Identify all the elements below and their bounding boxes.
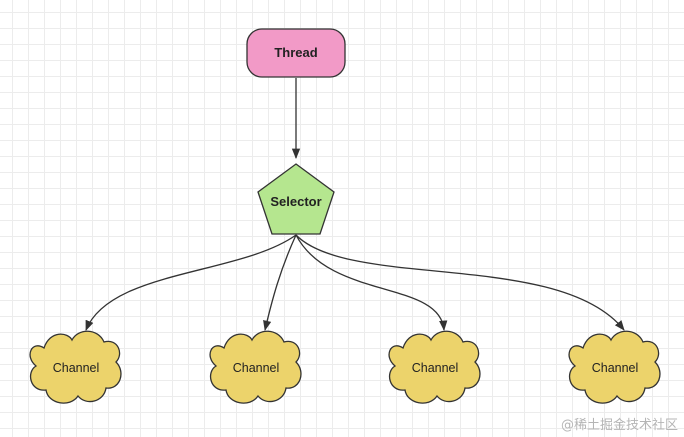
selector-node[interactable]: Selector <box>257 163 335 235</box>
channel-node[interactable]: Channel <box>388 330 481 404</box>
channel-label: Channel <box>592 361 639 375</box>
watermark: @稀土掘金技术社区 <box>560 418 678 433</box>
thread-node[interactable]: Thread <box>246 28 346 78</box>
thread-label: Thread <box>274 45 317 60</box>
channel-cloud-shape <box>209 330 302 404</box>
channel-label: Channel <box>412 361 459 375</box>
channel-label: Channel <box>233 361 280 375</box>
selector-label: Selector <box>270 194 321 209</box>
channel-cloud-shape <box>388 330 481 404</box>
edge-selector-channel-3 <box>295 234 448 332</box>
channel-node[interactable]: Channel <box>568 330 661 404</box>
channel-node[interactable]: Channel <box>209 330 302 404</box>
edge-selector-channel-1 <box>85 234 297 331</box>
thread-node-shape <box>246 28 346 78</box>
edge-selector-channel-4 <box>295 234 625 331</box>
channel-label: Channel <box>53 361 100 375</box>
selector-node-shape <box>257 163 335 235</box>
edge-selector-channel-2 <box>263 234 297 332</box>
channel-cloud-shape <box>29 330 122 404</box>
channel-node[interactable]: Channel <box>29 330 122 404</box>
channel-cloud-shape <box>568 330 661 404</box>
